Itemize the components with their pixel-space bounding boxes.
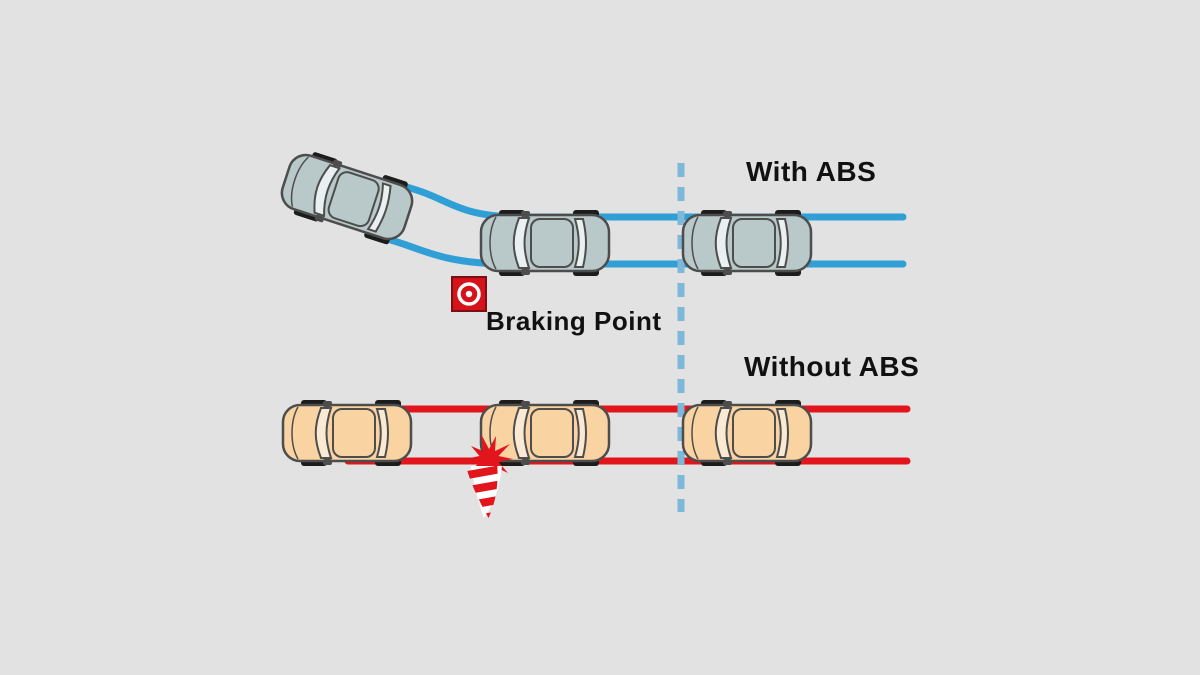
abs-track-lower	[372, 232, 907, 268]
abs-track-upper	[390, 180, 907, 221]
car-without-abs-right	[681, 400, 813, 466]
car-with-abs-swerving	[274, 145, 420, 249]
abs-track-lines	[372, 180, 907, 268]
car-with-abs-middle	[479, 210, 611, 276]
car-without-abs-middle	[479, 400, 611, 466]
crash-burst-icon	[465, 434, 513, 484]
without-abs-label: Without ABS	[744, 351, 920, 382]
car-with-abs-right	[681, 210, 813, 276]
car-without-abs-left	[281, 400, 413, 466]
braking-point-target-icon	[451, 276, 487, 312]
with-abs-label: With ABS	[746, 156, 877, 187]
skid-cone-icon	[466, 463, 507, 521]
no-abs-track-lines	[344, 405, 911, 465]
braking-point-label: Braking Point	[486, 306, 662, 336]
